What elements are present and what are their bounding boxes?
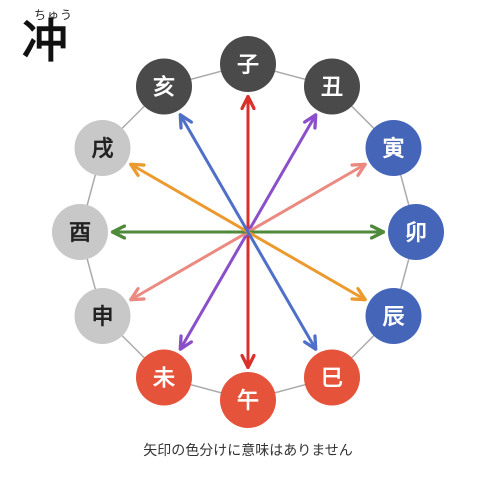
branch-label: 丑 [321, 76, 343, 101]
caption-note: 矢印の色分けに意味はありません [143, 443, 353, 459]
branch-label: 申 [91, 305, 113, 330]
branch-circle [52, 204, 108, 260]
branch-circle [74, 120, 131, 176]
branch-node-辰: 辰 [365, 288, 422, 344]
clash-arrow-巳-亥 [181, 116, 315, 348]
branch-label: 卯 [405, 221, 427, 246]
branch-node-亥: 亥 [136, 58, 192, 115]
branch-circle [365, 288, 422, 344]
branch-circle [220, 372, 276, 428]
branch-label: 辰 [382, 305, 404, 330]
title-ruby: ちゅう [34, 8, 74, 22]
branch-label: 戌 [91, 137, 113, 162]
branch-circle [304, 349, 360, 406]
branch-circle [365, 120, 422, 176]
branch-circle [74, 288, 131, 344]
branch-node-卯: 卯 [388, 204, 444, 260]
branch-node-申: 申 [74, 288, 131, 344]
branch-node-丑: 丑 [304, 58, 360, 115]
branch-node-戌: 戌 [74, 120, 131, 176]
branch-label: 午 [237, 388, 259, 414]
branch-label: 巳 [321, 367, 343, 392]
branch-node-寅: 寅 [365, 120, 422, 176]
branch-label: 子 [237, 53, 259, 78]
branch-label: 寅 [382, 136, 404, 162]
branch-label: 酉 [69, 221, 91, 246]
branch-node-午: 午 [220, 372, 276, 428]
branch-label: 亥 [153, 75, 175, 101]
branch-node-子: 子 [220, 36, 276, 92]
branch-circle [220, 36, 276, 92]
branch-circle [136, 349, 192, 406]
branch-node-未: 未 [136, 349, 192, 406]
branch-circle [304, 58, 360, 115]
page-title: 冲 [22, 14, 68, 68]
branch-label: 未 [153, 367, 175, 392]
branch-circle [136, 58, 192, 115]
branch-circle [388, 204, 444, 260]
branch-node-酉: 酉 [52, 204, 108, 260]
clash-arrows [114, 98, 382, 366]
branch-node-巳: 巳 [304, 349, 360, 406]
